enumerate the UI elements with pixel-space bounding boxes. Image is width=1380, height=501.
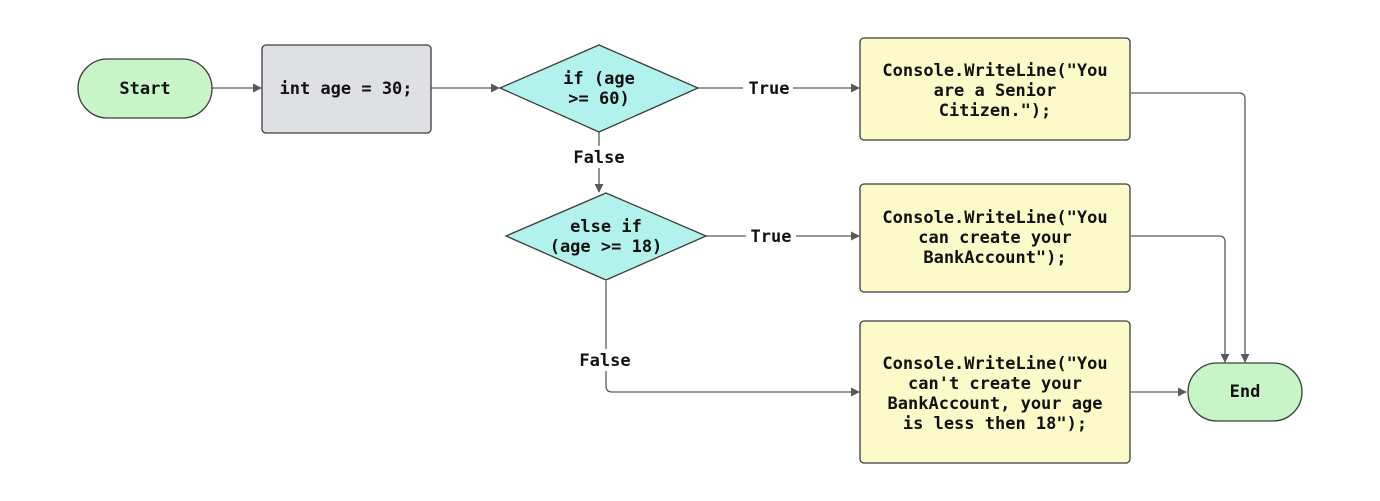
output3-node: Console.WriteLine("You can't create your… [859,320,1131,464]
output2-line-1: Console.WriteLine("You [882,208,1107,228]
output3-line-2: can't create your [908,374,1082,394]
decision2-line-1: else if [570,217,642,237]
edge-label-d1-true: True [749,79,790,99]
output3-line-3: BankAccount, your age [888,394,1103,414]
output1-line-2: are a Senior [934,81,1057,101]
declare-label: int age = 30; [279,79,412,99]
output1-node: Console.WriteLine("You are a Senior Citi… [859,37,1131,141]
decision1-node: if (age >= 60) [498,44,700,133]
output1-line-3: Citizen."); [939,101,1052,121]
output2-node: Console.WriteLine("You can create your B… [859,183,1131,293]
decision2-line-2: (age >= 18) [550,237,663,257]
edge-output1-to-end [1131,92,1250,363]
edge-decision2-false [605,281,860,397]
output1-line-1: Console.WriteLine("You [882,61,1107,81]
end-label: End [1230,382,1261,402]
edge-output2-to-end [1131,235,1230,363]
edge-label-d1-false: False [573,148,624,168]
edge-label-d2-false: False [579,351,630,371]
output3-line-4: is less then 18"); [903,414,1087,434]
start-label: Start [119,79,170,99]
start-node: Start [77,58,213,119]
output3-line-1: Console.WriteLine("You [882,354,1107,374]
decision1-line-1: if (age [563,69,635,89]
edge-label-d2-true: True [751,227,792,247]
declare-node: int age = 30; [261,44,432,134]
decision2-node: else if (age >= 18) [504,192,708,281]
edge-labels: True False True False [566,78,796,371]
decision1-line-2: >= 60) [568,89,629,109]
end-node: End [1187,362,1303,422]
output2-line-2: can create your [918,228,1072,248]
output2-line-3: BankAccount"); [923,248,1066,268]
